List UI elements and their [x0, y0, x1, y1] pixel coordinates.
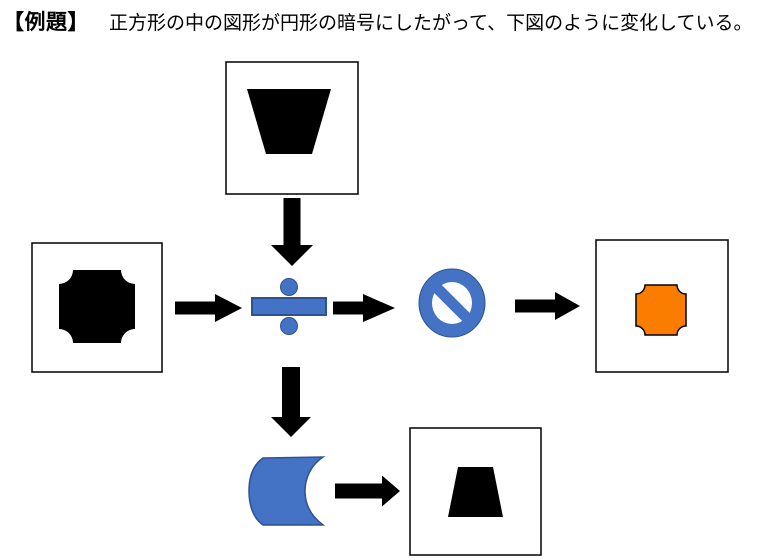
black-plaque-shape: [59, 270, 135, 343]
problem-statement: 正方形の中の図形が円形の暗号にしたがって、下図のように変化している。: [109, 13, 753, 34]
prohibition-sign-icon: [418, 268, 486, 338]
arrow-cylinder-to-bottom-icon: [335, 475, 400, 507]
small-trapezoid-shape: [448, 467, 503, 517]
inverted-trapezoid-shape: [247, 89, 331, 154]
problem-label: 【例題】: [3, 11, 89, 34]
arrow-division-to-prohibition-icon: [333, 294, 395, 322]
division-sign-icon: [251, 278, 327, 335]
division-bar: [251, 297, 327, 316]
problem-header: 【例題】 正方形の中の図形が円形の暗号にしたがって、下図のように変化している。: [3, 6, 778, 36]
arrow-top-to-division-icon: [271, 198, 313, 266]
arrow-left-to-division-icon: [175, 294, 242, 322]
cylinder-body-icon: [248, 456, 326, 526]
orange-plaque-shape: [635, 284, 687, 336]
prohibition-diagonal-bar: [429, 280, 475, 326]
division-dot-top: [280, 278, 298, 296]
division-dot-bottom: [280, 317, 298, 335]
arrow-division-to-cylinder-icon: [271, 367, 311, 437]
arrow-prohibition-to-right-icon: [515, 292, 580, 320]
